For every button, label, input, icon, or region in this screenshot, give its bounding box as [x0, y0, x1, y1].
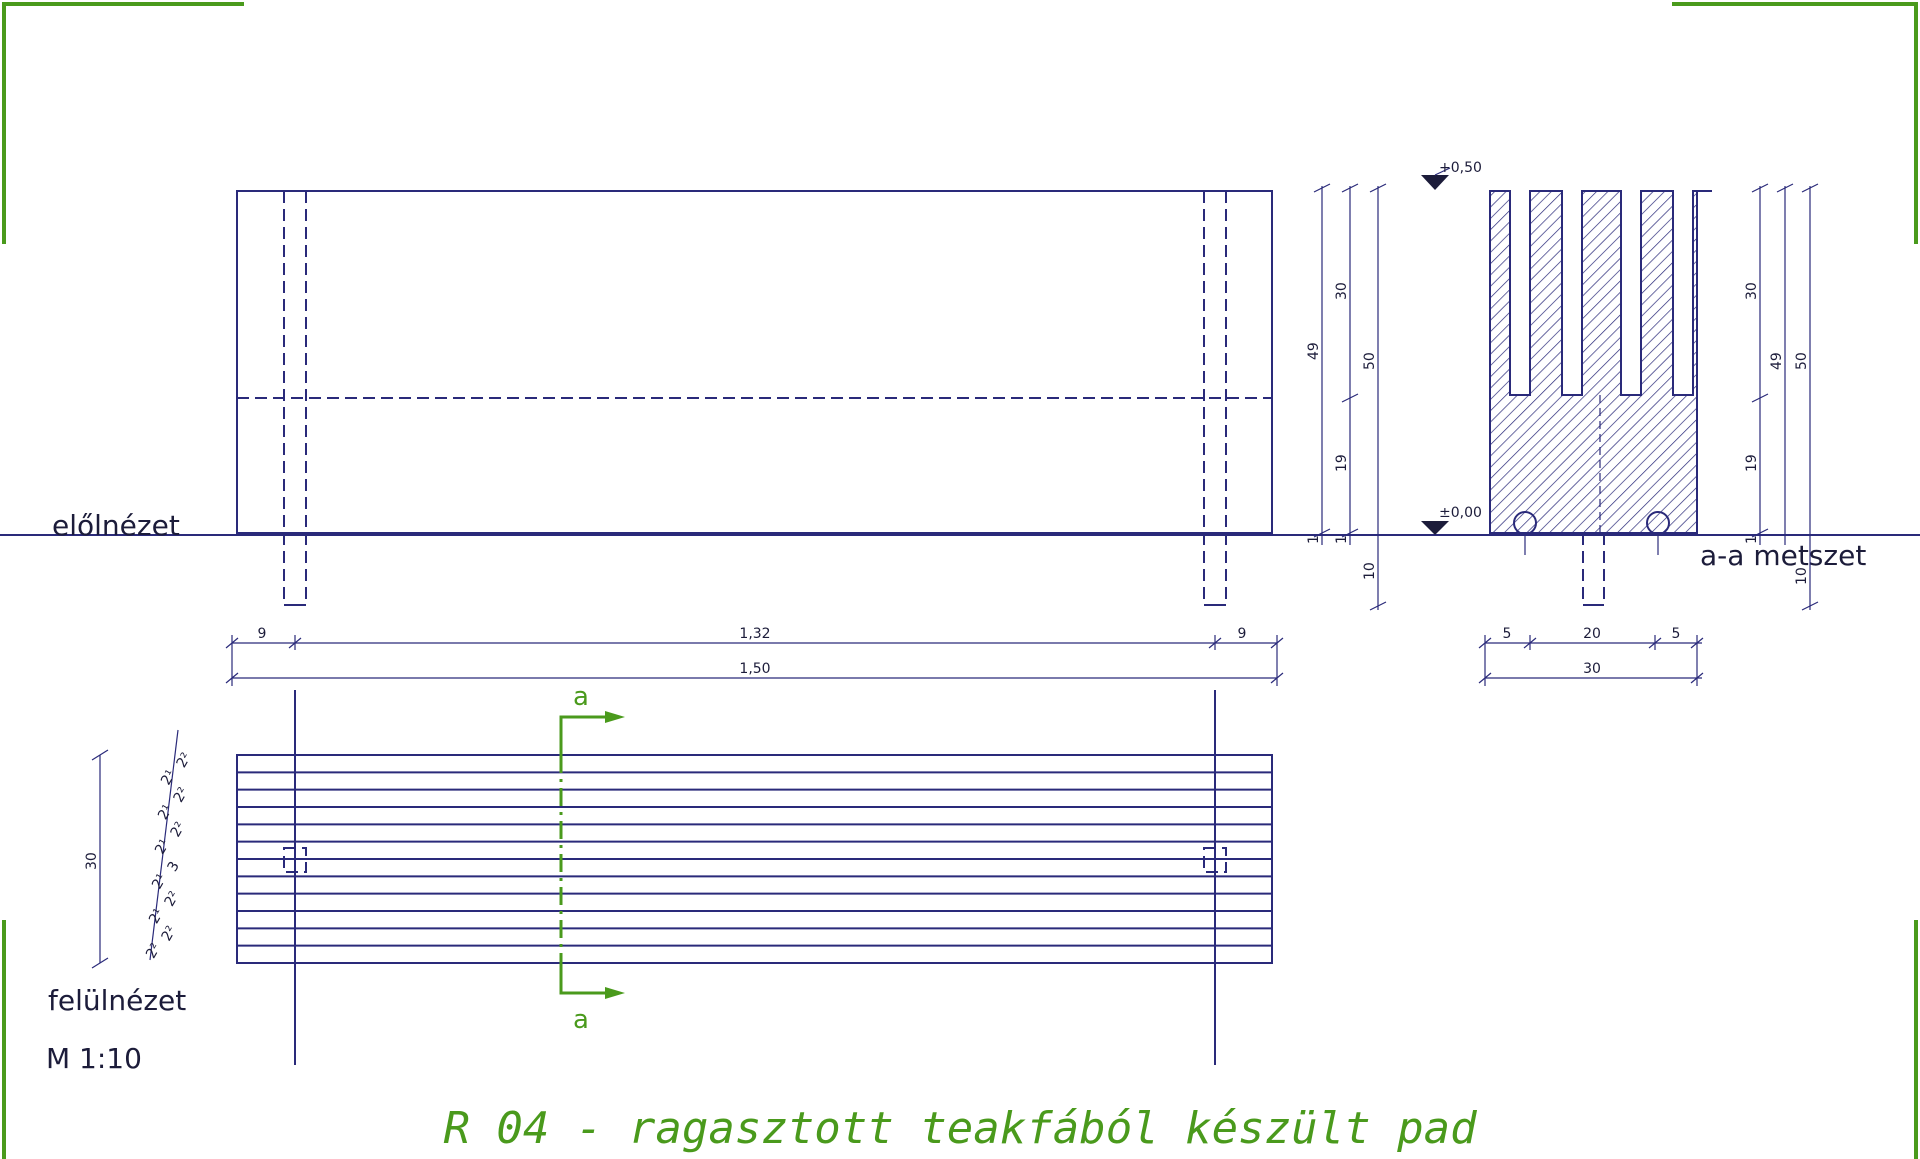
- section-dim-19: 19: [1744, 454, 1760, 472]
- slat-dim: 2¹: [152, 837, 173, 858]
- front-dim-19: 19: [1334, 454, 1350, 472]
- section-mark-bottom: a: [573, 1005, 589, 1035]
- front-dim-middle: 1,32: [739, 626, 770, 642]
- slat-dim: 2¹: [146, 906, 167, 927]
- section-dim-1: 1: [1744, 535, 1760, 544]
- level-top: +0,50: [1439, 160, 1482, 176]
- front-dim-overall: 1,50: [739, 661, 770, 677]
- front-dim-49: 49: [1306, 342, 1322, 360]
- front-dim-10: 10: [1362, 562, 1378, 580]
- scale-label: M 1:10: [46, 1042, 142, 1075]
- slat-dim: 2¹: [155, 802, 176, 823]
- front-view: [236, 190, 1273, 606]
- arrow-right-icon: [605, 711, 625, 723]
- triangle-down-icon: [1421, 521, 1449, 535]
- front-horizontal-dims: [225, 635, 1284, 686]
- level-ground: ±0,00: [1439, 505, 1482, 521]
- drawing-title: R 04 - ragasztott teakfából készült pad: [443, 1103, 1477, 1154]
- slat-dim: 2²: [168, 819, 189, 840]
- section-horizontal-dims: [1478, 635, 1704, 686]
- front-view-label: előlnézet: [52, 509, 180, 542]
- section-a-a: [1489, 190, 1712, 606]
- section-cut: [559, 715, 605, 995]
- top-view: [236, 690, 1273, 1065]
- front-dim-30: 30: [1334, 282, 1350, 300]
- slat-dim: 2²: [159, 923, 180, 944]
- top-view-label: felülnézet: [48, 984, 186, 1017]
- section-dim-10: 10: [1794, 567, 1810, 585]
- top-dim-lines: [91, 729, 179, 969]
- front-vertical-dims: [1313, 183, 1387, 611]
- triangle-down-icon: [1421, 175, 1449, 190]
- section-mark-top: a: [573, 682, 589, 712]
- slat-dim: 2²: [174, 750, 195, 771]
- front-dim-50: 50: [1362, 352, 1378, 370]
- arrow-right-icon: [605, 987, 625, 999]
- section-view-label: a-a metszet: [1700, 539, 1866, 572]
- section-dim-49: 49: [1769, 352, 1785, 370]
- front-dim-1b: 1: [1334, 535, 1350, 544]
- slat-dim: 2¹: [149, 871, 170, 892]
- section-dim-left: 5: [1503, 626, 1512, 642]
- front-dim-right: 9: [1238, 626, 1247, 642]
- section-dim-overall: 30: [1583, 661, 1601, 677]
- top-dim-overall: 30: [84, 852, 100, 870]
- slat-dim: 2¹: [158, 767, 179, 788]
- section-vertical-dims: [1751, 183, 1819, 611]
- slat-dim: 2²: [171, 785, 192, 806]
- section-dim-right: 5: [1672, 626, 1681, 642]
- slat-dim: 2²: [143, 941, 164, 962]
- slat-dim: 2²: [162, 889, 183, 910]
- front-dim-1a: 1: [1306, 535, 1322, 544]
- section-dim-30: 30: [1744, 282, 1760, 300]
- section-dim-50: 50: [1794, 352, 1810, 370]
- slat-dim: 3: [165, 859, 183, 875]
- front-dim-left: 9: [258, 626, 267, 642]
- section-dim-middle: 20: [1583, 626, 1601, 642]
